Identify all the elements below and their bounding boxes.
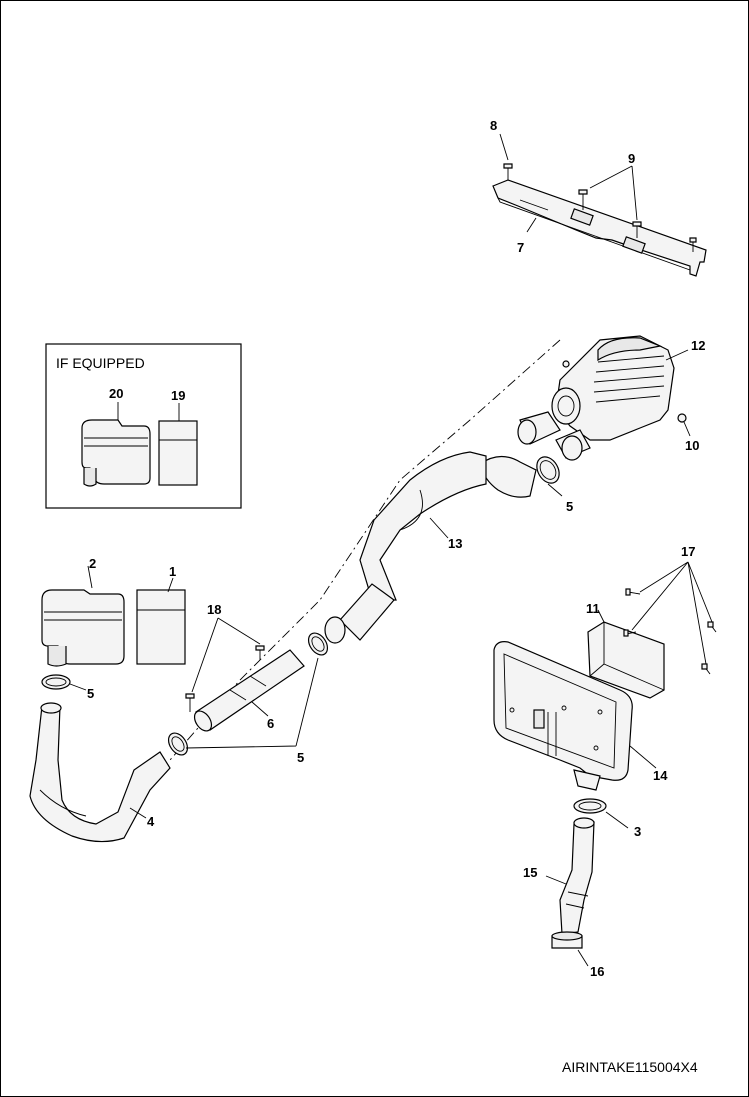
leader-4 — [129, 807, 147, 819]
part-19-foam-filter — [158, 420, 198, 486]
part-18-bolts — [185, 645, 265, 712]
callout-6: 6 — [267, 716, 274, 731]
callout-19: 19 — [171, 388, 185, 403]
part-5-clamps-middle — [167, 632, 329, 756]
inset-title: IF EQUIPPED — [56, 355, 145, 371]
callout-1: 1 — [169, 564, 176, 579]
leader-8 — [499, 133, 509, 161]
callout-12: 12 — [691, 338, 705, 353]
callout-7: 7 — [517, 240, 524, 255]
callout-10: 10 — [685, 438, 699, 453]
callout-3: 3 — [634, 824, 641, 839]
leader-10 — [683, 421, 691, 437]
callout-5-upper: 5 — [566, 499, 573, 514]
part-17-bolts — [623, 588, 717, 675]
leader-5-middle — [185, 657, 319, 749]
leader-14 — [629, 745, 657, 769]
callout-15: 15 — [523, 865, 537, 880]
callout-13: 13 — [448, 536, 462, 551]
part-5-clamp-left — [41, 674, 71, 690]
callout-20: 20 — [109, 386, 123, 401]
callout-2: 2 — [89, 556, 96, 571]
part-7-bracket — [492, 179, 707, 277]
figure-code: AIRINTAKE115004X4 — [562, 1059, 698, 1075]
part-11-foam-filter — [587, 621, 665, 699]
leader-11 — [597, 609, 605, 623]
leader-6 — [251, 701, 269, 717]
leader-13 — [429, 517, 449, 539]
leader-18 — [191, 617, 261, 693]
callout-18: 18 — [207, 602, 221, 617]
callout-9: 9 — [628, 151, 635, 166]
leader-12 — [665, 349, 689, 361]
assembly-centerline — [169, 339, 561, 761]
leader-2 — [87, 565, 93, 589]
part-2-airbox-cover — [41, 589, 125, 667]
part-6-connector-tube — [193, 649, 305, 732]
leader-5-left — [69, 683, 87, 691]
part-14-airbox-base — [493, 641, 633, 791]
part-13-intake-duct — [324, 451, 537, 644]
part-5-clamp-upper — [536, 456, 560, 484]
part-3-clamp — [573, 798, 607, 814]
leader-15 — [545, 875, 567, 885]
leader-5-upper — [547, 483, 563, 497]
leader-16 — [577, 949, 589, 967]
part-12-throttle-body-assembly — [517, 335, 687, 461]
part-1-foam-filter — [136, 589, 186, 665]
part-16-cap — [551, 931, 583, 949]
callout-17: 17 — [681, 544, 695, 559]
callout-14: 14 — [653, 768, 668, 783]
inset-if-equipped: IF EQUIPPED — [45, 343, 242, 509]
callout-8: 8 — [490, 118, 497, 133]
leader-17 — [631, 561, 713, 665]
leader-3 — [605, 811, 629, 829]
part-8-bolt — [503, 163, 513, 180]
leader-7 — [526, 217, 537, 233]
callout-16: 16 — [590, 964, 604, 979]
callout-4: 4 — [147, 814, 155, 829]
part-20-prefilter-cover — [81, 419, 151, 487]
leader-1 — [167, 577, 174, 593]
leader-9 — [589, 165, 638, 221]
callout-11: 11 — [586, 601, 600, 616]
callout-5-left: 5 — [87, 686, 94, 701]
part-9-bolts — [578, 189, 697, 252]
part-15-drain-hose — [559, 817, 595, 935]
callout-5-middle: 5 — [297, 750, 304, 765]
part-4-intake-duct — [29, 702, 171, 843]
